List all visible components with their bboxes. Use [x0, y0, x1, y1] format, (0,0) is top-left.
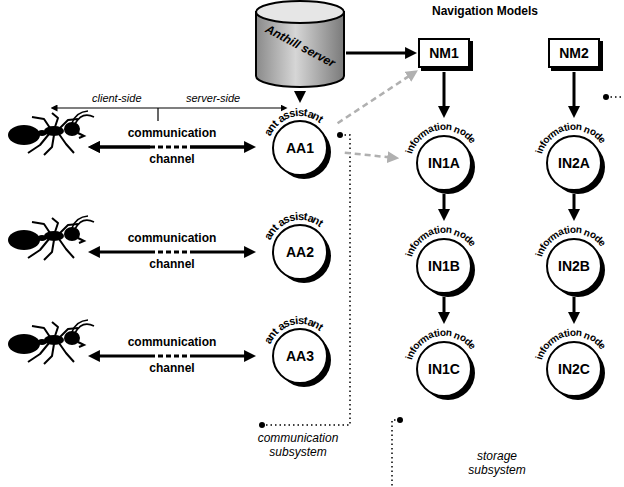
- node-id: IN2C: [530, 361, 618, 377]
- channel-label: communication: [128, 335, 217, 349]
- information-node: information nodeIN2C: [530, 321, 618, 411]
- side-label: client-side: [92, 92, 142, 104]
- request-arrow: [345, 153, 392, 158]
- assistant-circle: ant assistantAA2: [256, 204, 344, 294]
- assistant-circle: ant assistantAA1: [256, 100, 344, 190]
- ant-figure: [8, 111, 94, 155]
- node-id: AA1: [256, 140, 344, 156]
- flow-arrow: [443, 194, 446, 213]
- server-cylinder: Anthill server: [255, 0, 345, 88]
- channel-label: communication: [128, 126, 217, 140]
- node-id: IN1B: [400, 258, 488, 274]
- information-node: information nodeIN2B: [530, 218, 618, 308]
- flow-arrow: [443, 297, 446, 316]
- information-node: information nodeIN1A: [400, 115, 488, 205]
- assistant-circle: ant assistantAA3: [256, 308, 344, 398]
- channel-arrow: [96, 251, 248, 254]
- flow-arrow: [573, 72, 576, 110]
- request-arrow: [338, 75, 412, 124]
- flow-arrow: [346, 52, 409, 55]
- flow-arrow: [299, 92, 302, 95]
- ant-figure: [8, 320, 94, 364]
- model-box: NM2: [548, 38, 600, 68]
- node-id: IN2A: [530, 155, 618, 171]
- information-node: information nodeIN1C: [400, 321, 488, 411]
- channel-arrow: [96, 355, 248, 358]
- side-label: server-side: [186, 92, 240, 104]
- node-id: AA2: [256, 244, 344, 260]
- subsystem-label: communication subsystem: [246, 431, 350, 459]
- side-divider: [54, 108, 284, 121]
- group-title: Navigation Models: [432, 4, 538, 18]
- information-node: information nodeIN2A: [530, 115, 618, 205]
- ant-figure: [8, 216, 94, 260]
- model-name: NM1: [429, 45, 459, 61]
- node-id: IN1C: [400, 361, 488, 377]
- flow-arrow: [443, 72, 446, 110]
- model-name: NM2: [559, 45, 589, 61]
- model-box: NM1: [418, 38, 470, 68]
- flow-arrow: [573, 297, 576, 316]
- node-id: AA3: [256, 348, 344, 364]
- channel-label: channel: [149, 257, 194, 271]
- information-node: information nodeIN1B: [400, 218, 488, 308]
- channel-label: channel: [149, 152, 194, 166]
- subsystem-label: storage subsystem: [451, 449, 543, 477]
- flow-arrow: [573, 194, 576, 213]
- node-id: IN1A: [400, 155, 488, 171]
- channel-label: communication: [128, 231, 217, 245]
- node-id: IN2B: [530, 258, 618, 274]
- channel-arrow: [96, 146, 248, 149]
- channel-label: channel: [149, 361, 194, 375]
